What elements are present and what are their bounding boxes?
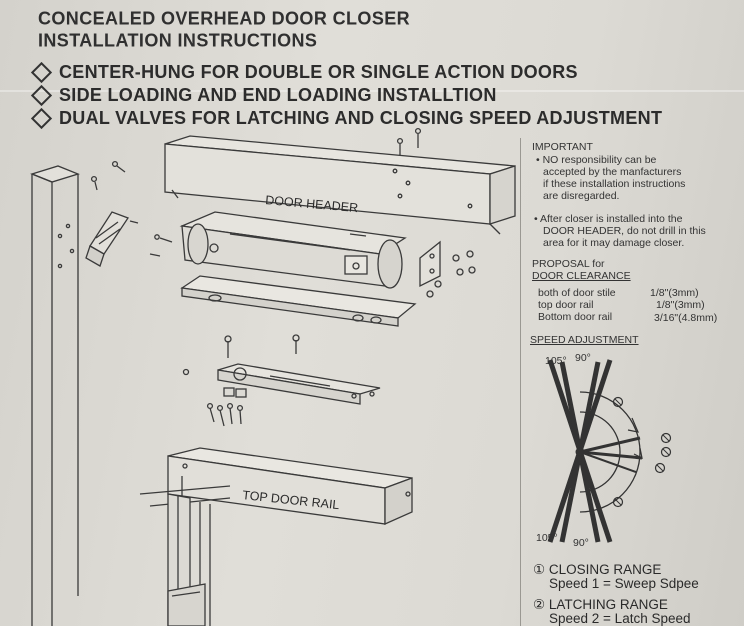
important-note-line: accepted by the manfacturers bbox=[543, 166, 682, 178]
screws bbox=[90, 127, 422, 257]
angle-label: 90° bbox=[575, 352, 591, 364]
clearance-row-value: 1/8"(3mm) bbox=[656, 299, 705, 311]
range-marker: ① bbox=[533, 562, 546, 577]
valve-marker-icon bbox=[660, 432, 672, 444]
range-line bbox=[579, 451, 637, 473]
clearance-row-label: Bottom door rail bbox=[538, 311, 613, 323]
speed-adjustment-diagram bbox=[547, 359, 672, 543]
feature-text: DUAL VALVES FOR LATCHING AND CLOSING SPE… bbox=[59, 108, 663, 128]
range-title: CLOSING RANGE bbox=[548, 562, 662, 577]
feature-item: SIDE LOADING AND END LOADING INSTALLTION bbox=[30, 84, 497, 106]
valve-marker-icon bbox=[612, 496, 624, 508]
proposal-heading-line1: PROPOSAL for bbox=[532, 258, 605, 270]
arrow-icon bbox=[627, 417, 640, 433]
feature-text: CENTER-HUNG FOR DOUBLE OR SINGLE ACTION … bbox=[59, 62, 578, 82]
paper-fold bbox=[0, 90, 744, 92]
important-note-line: if these installation instructions bbox=[543, 178, 686, 190]
arm-assembly bbox=[182, 334, 381, 427]
clearance-row-value: 1/8"(3mm) bbox=[650, 287, 699, 299]
clearance-row-value: 3/16"(4.8mm) bbox=[654, 312, 718, 324]
important-note-line: • After closer is installed into the bbox=[534, 213, 683, 225]
feature-text: SIDE LOADING AND END LOADING INSTALLTION bbox=[59, 85, 497, 105]
valve-marker-icon bbox=[654, 462, 666, 474]
document-title-line2: INSTALLATION INSTRUCTIONS bbox=[38, 29, 318, 51]
speed-arc-outer bbox=[579, 391, 641, 513]
valve-marker-icon bbox=[660, 446, 672, 458]
clearance-row-label: both of door stile bbox=[538, 287, 616, 299]
speed-arc-inner bbox=[579, 411, 621, 493]
angle-label: 105° bbox=[536, 532, 558, 544]
important-note-line: • NO responsibility can be bbox=[536, 154, 657, 166]
pivot-point-icon bbox=[575, 447, 585, 457]
important-heading: IMPORTANT bbox=[532, 141, 593, 153]
arrow-icon bbox=[633, 447, 643, 460]
diamond-bullet-icon bbox=[30, 84, 53, 106]
speed-adjustment-heading: SPEED ADJUSTMENT bbox=[530, 334, 639, 346]
end-bracket bbox=[419, 240, 476, 298]
range-detail: Speed 2 = Latch Speed bbox=[549, 611, 691, 626]
range-title: LATCHING RANGE bbox=[548, 597, 668, 612]
proposal-heading-line2: DOOR CLEARANCE bbox=[532, 270, 631, 282]
closing-range-line bbox=[579, 436, 641, 454]
closing-range: ① CLOSING RANGE bbox=[533, 562, 661, 577]
latching-range-line bbox=[579, 450, 643, 460]
range-detail: Speed 1 = Sweep Sdpee bbox=[549, 576, 699, 591]
top-door-rail-part bbox=[139, 447, 413, 626]
exploded-installation-diagram: DOOR HEADER TOP DOOR RAIL bbox=[30, 127, 516, 626]
column-divider bbox=[520, 138, 521, 626]
latching-range: ② LATCHING RANGE bbox=[533, 597, 668, 612]
diamond-bullet-icon bbox=[30, 61, 53, 83]
angle-label: 90° bbox=[573, 537, 589, 549]
document-title-line1: CONCEALED OVERHEAD DOOR CLOSER bbox=[38, 7, 411, 29]
pivot-bracket bbox=[85, 211, 129, 267]
angle-label: 105° bbox=[545, 355, 567, 367]
feature-item: DUAL VALVES FOR LATCHING AND CLOSING SPE… bbox=[30, 107, 663, 129]
closer-body bbox=[179, 211, 407, 289]
door-frame-post bbox=[30, 165, 80, 626]
clearance-row-label: top door rail bbox=[538, 299, 594, 311]
important-note-line: area for it may damage closer. bbox=[543, 237, 685, 249]
important-note-line: DOOR HEADER, do not drill in this bbox=[543, 225, 706, 237]
important-note-line: are disregarded. bbox=[543, 190, 620, 202]
feature-item: CENTER-HUNG FOR DOUBLE OR SINGLE ACTION … bbox=[30, 61, 578, 83]
valve-marker-icon bbox=[612, 396, 624, 408]
range-marker: ② bbox=[533, 597, 546, 612]
door-header-part bbox=[164, 135, 516, 235]
cover-plate bbox=[180, 275, 417, 327]
